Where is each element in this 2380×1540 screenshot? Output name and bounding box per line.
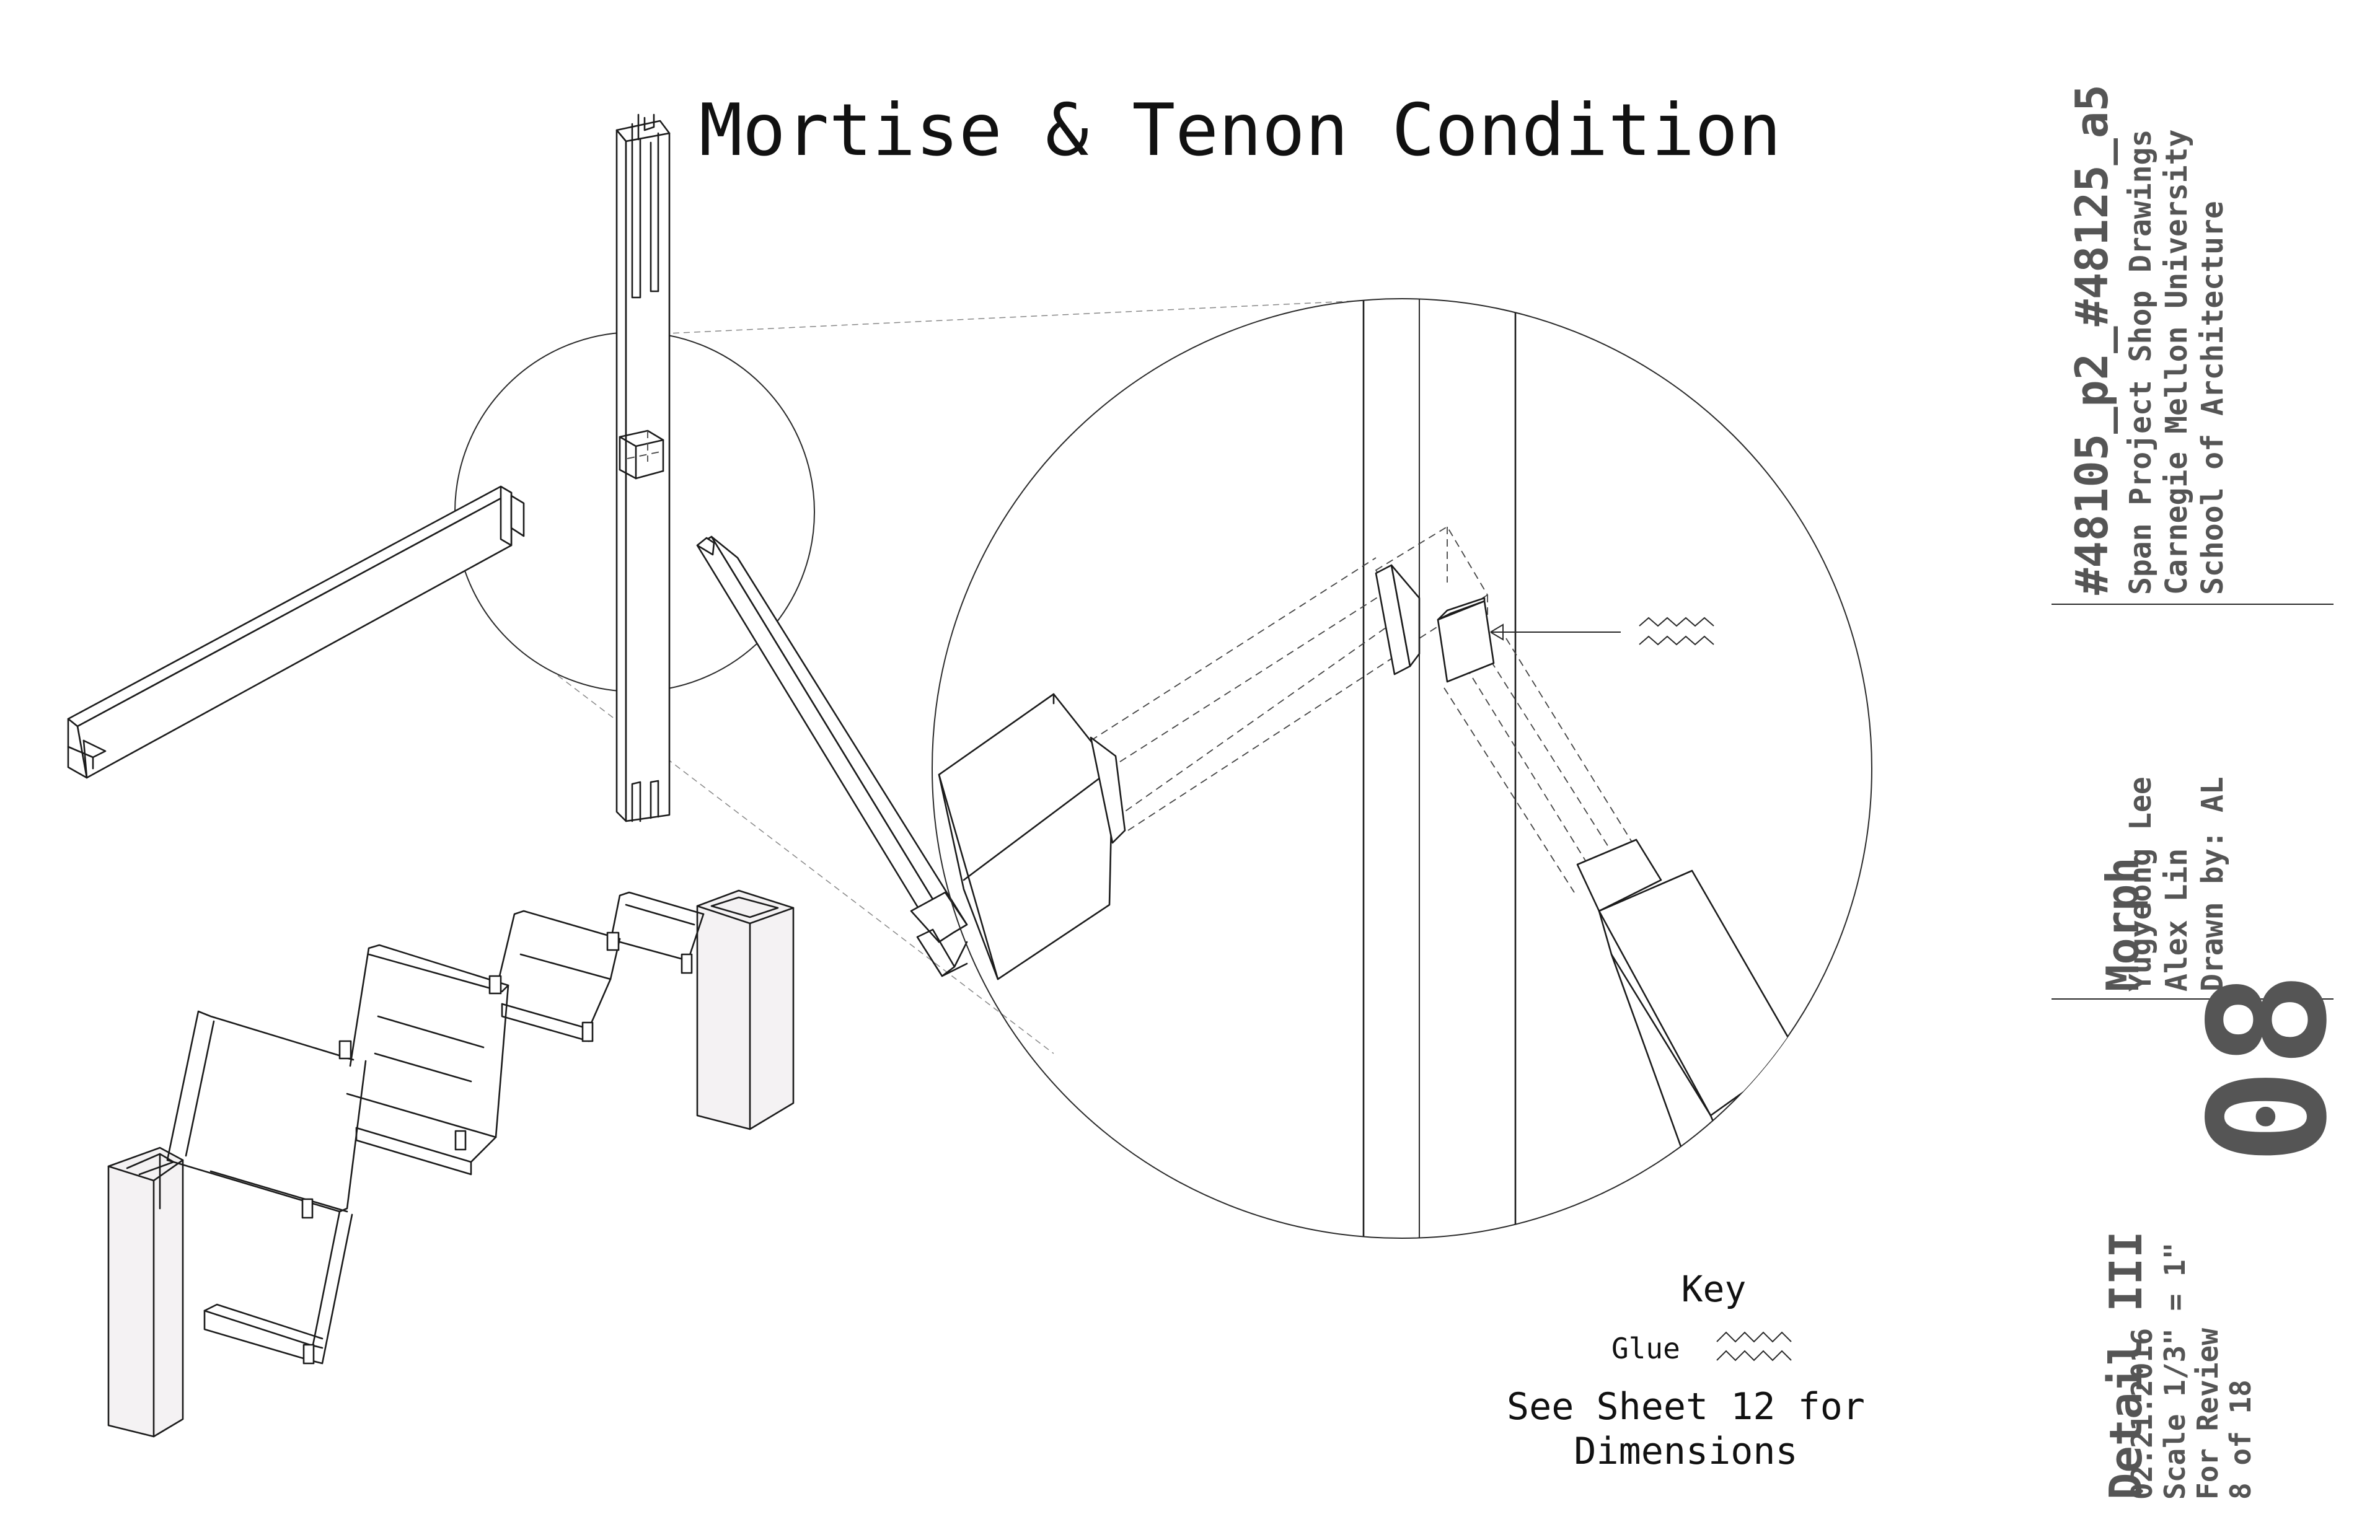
person-line-3: Drawn by: AL [2195, 777, 2230, 992]
left-beam [67, 485, 525, 779]
detail-line-1: 02.21.2016 [2125, 1328, 2159, 1500]
zigzag-glue-icon [1639, 617, 1714, 646]
callout-circle-large [932, 298, 1872, 1239]
project-code: #48105_p2_#48125_a5 [2066, 84, 2118, 595]
key-glue-label: Glue [1611, 1332, 1680, 1365]
projection-lines [557, 300, 1364, 1054]
diagonal-brace [696, 535, 968, 977]
key-note-line1: See Sheet 12 for [1507, 1385, 1865, 1428]
group-name: Morph [2097, 857, 2149, 992]
drawing-title: Mortise & Tenon Condition [699, 89, 1781, 172]
zigzag-assembly [107, 889, 795, 1438]
person-line-1: Yugyeong Lee [2123, 777, 2158, 992]
project-line-3: School of Architecture [2195, 201, 2230, 595]
detail-title: Detail III [2100, 1231, 2152, 1500]
detail-magnification [932, 298, 1872, 1239]
person-line-2: Alex Lin [2159, 848, 2194, 992]
detail-line-2: Scale 1/3" = 1" [2158, 1243, 2192, 1500]
detail-line-4: 8 of 18 [2224, 1379, 2257, 1500]
title-block: #48105_p2_#48125_a5 Span Project Shop Dr… [2052, 84, 2363, 1500]
project-line-1: Span Project Shop Drawings [2123, 130, 2158, 595]
vertical-post [615, 113, 671, 822]
key-legend: Key Glue See Sheet 12 for Dimensions [1507, 1268, 1865, 1473]
zigzag-glue-icon [1716, 1331, 1792, 1362]
key-heading: Key [1681, 1268, 1747, 1310]
project-line-2: Carnegie Mellon University [2159, 130, 2194, 595]
key-note-line2: Dimensions [1574, 1430, 1797, 1473]
sheet-number: 08 [2175, 971, 2363, 1165]
detail-line-3: For Review [2191, 1328, 2224, 1500]
